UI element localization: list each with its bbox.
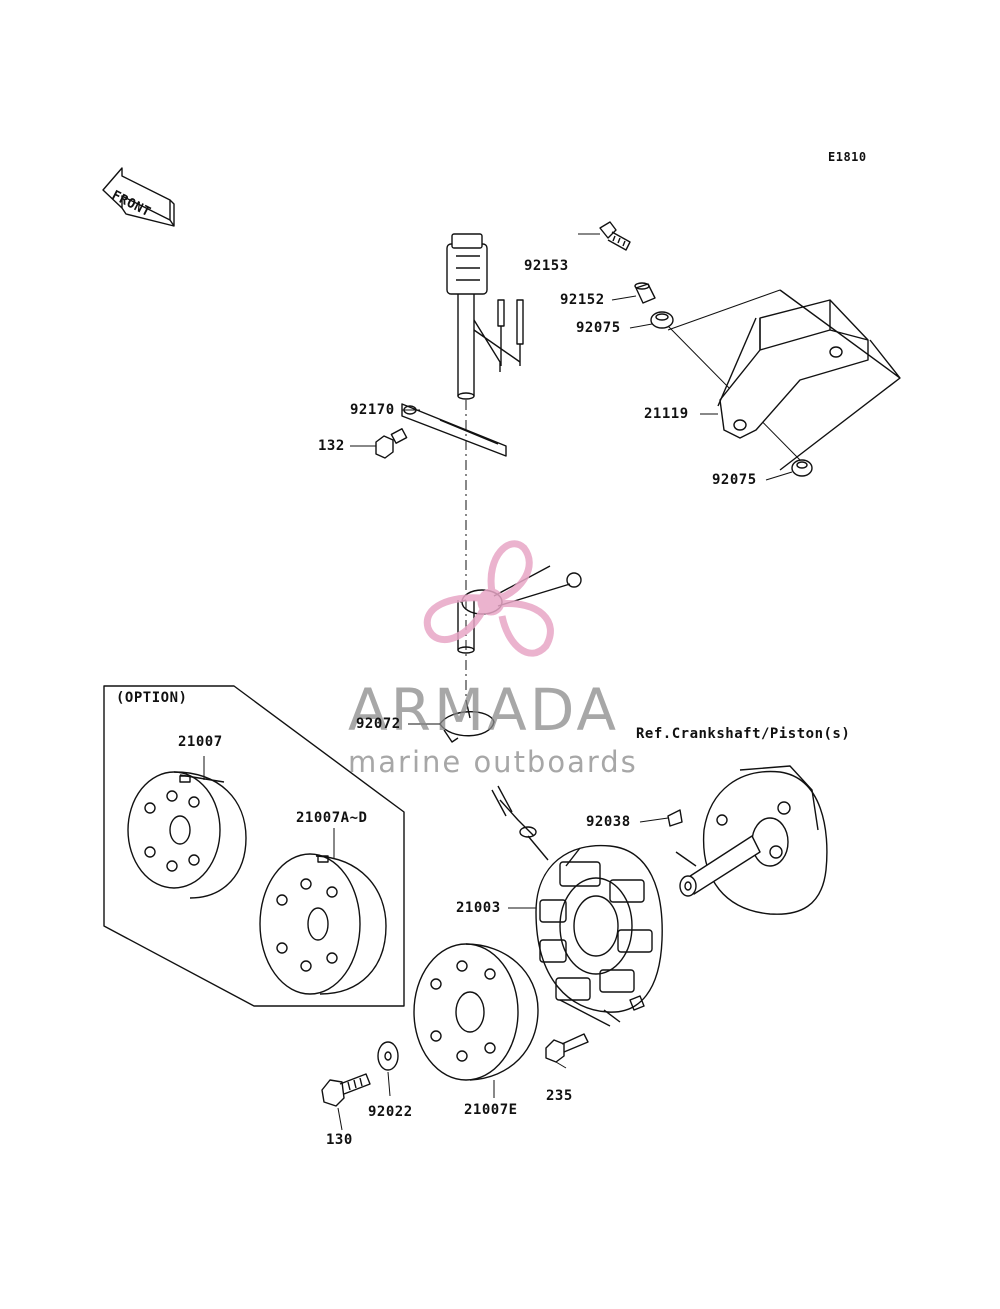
part-label-21007E: 21007E [464,1102,518,1118]
clamp-plate [401,403,507,457]
bolt-130 [321,1073,371,1107]
watermark-tagline: marine outboards [348,745,638,779]
bolt-92153 [599,221,631,251]
part-label-21119: 21119 [644,406,689,422]
leader-lines [203,233,793,1131]
flywheel-21007 [127,771,247,899]
wire-harness [446,233,524,400]
washer-92022 [377,1041,399,1071]
part-label-132: 132 [318,438,345,454]
part-label-130: 130 [326,1132,353,1148]
flywheel-21007E [413,943,539,1081]
part-label-92152: 92152 [560,292,605,308]
pulser-wire [457,565,582,654]
part-label-21007A-D: 21007A~D [296,810,368,826]
front-arrow-icon [102,167,175,227]
band-92072 [439,699,495,743]
option-box [103,685,405,1007]
grommet-92075-lower [791,459,813,477]
option-label: (OPTION) [116,690,188,706]
watermark-brand: ARMADA [348,676,620,744]
stator-21003 [491,785,663,1027]
part-label-235: 235 [546,1088,573,1104]
crankshaft [675,765,828,915]
part-label-92022: 92022 [368,1104,413,1120]
part-label-92038: 92038 [586,814,631,830]
reference-label: Ref.Crankshaft/Piston(s) [636,726,851,742]
propeller-logo-icon [423,540,554,657]
part-label-92075-upper: 92075 [576,320,621,336]
flywheel-21007AD [259,853,387,995]
regulator-21119 [717,289,901,471]
part-label-92072: 92072 [356,716,401,732]
bolt-235 [545,1033,589,1063]
part-label-21007: 21007 [178,734,223,750]
diagram-code: E1810 [828,150,867,164]
part-label-92170: 92170 [350,402,395,418]
part-label-92153: 92153 [524,258,569,274]
key-92038 [667,809,683,827]
part-label-21003: 21003 [456,900,501,916]
part-label-92075-lower: 92075 [712,472,757,488]
bolt-132 [375,428,408,459]
grommet-92075-upper [650,311,674,329]
collar-92152 [634,282,656,304]
